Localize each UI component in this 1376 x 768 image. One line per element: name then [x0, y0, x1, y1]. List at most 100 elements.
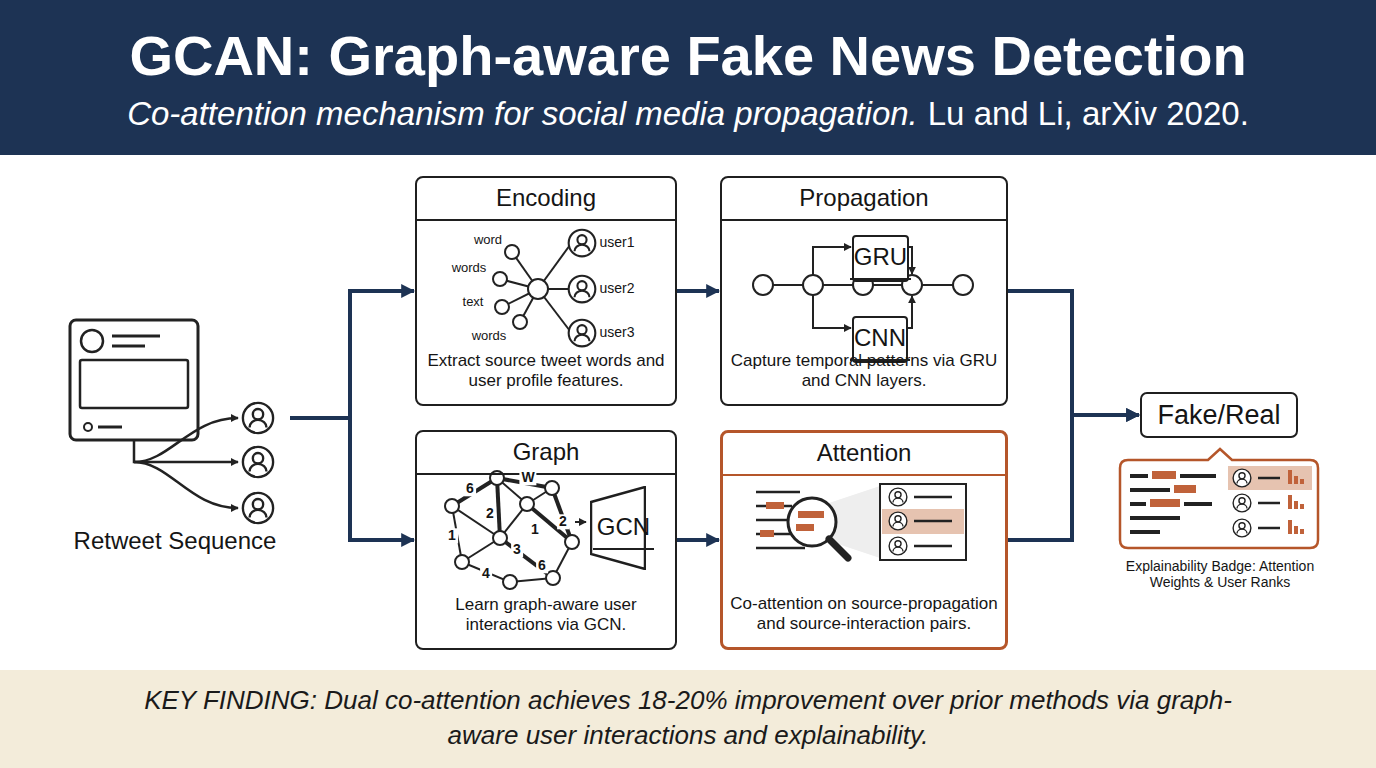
node-heading: Encoding	[417, 178, 675, 221]
explainability-card	[1300, 529, 1304, 534]
trapezoid-outline	[591, 487, 645, 569]
explainability-badge: Explainability Badge: Attention Weights …	[1105, 455, 1335, 600]
word-label: word	[474, 233, 502, 247]
explainability-card	[1288, 470, 1304, 534]
node-heading: Attention	[723, 433, 1005, 476]
node-heading: CNN	[850, 318, 910, 361]
explainability-card	[1130, 516, 1180, 520]
node-heading: GRU	[850, 237, 911, 280]
interaction-graph	[520, 497, 534, 511]
output-box: Fake/Real	[1140, 392, 1298, 438]
explainability-card	[1130, 488, 1170, 492]
attention-magnifier	[756, 491, 800, 494]
tweet-card	[112, 345, 145, 348]
edge-weight: 2	[484, 506, 496, 521]
node-heading: Retweet Sequence	[74, 527, 277, 555]
propagation-chain	[892, 247, 912, 274]
attention-magnifier	[756, 519, 788, 522]
interaction-graph	[493, 531, 507, 545]
explainability-card	[1180, 474, 1216, 478]
interaction-graph	[500, 538, 553, 578]
edge-weight: 1	[529, 522, 541, 537]
encoding-panel: EncodingExtract source tweet words and u…	[415, 176, 677, 406]
word-label: text	[463, 295, 484, 309]
explainability-card	[1288, 495, 1292, 509]
retweet-users	[243, 403, 273, 523]
gru-layer: GRU	[852, 235, 909, 282]
attention-magnifier	[914, 520, 952, 523]
attention-magnifier	[766, 502, 784, 509]
propagation-chain	[953, 275, 973, 295]
node-description: Extract source tweet words and user prof…	[417, 351, 675, 404]
explainability-card	[1233, 469, 1251, 487]
attention-magnifier	[914, 496, 952, 499]
explainability-card	[1152, 471, 1176, 479]
explainability-card	[1294, 476, 1298, 484]
tweet-card	[84, 423, 92, 431]
interaction-graph	[503, 575, 517, 589]
cnn-layer: CNN	[852, 316, 908, 363]
node-description: Capture temporal patterns via GRU and CN…	[722, 351, 1006, 404]
flow-arrow	[290, 418, 414, 540]
user-label: user3	[599, 325, 634, 340]
explainability-card	[1258, 527, 1280, 530]
explainability-card	[1184, 502, 1212, 506]
encoding-graph	[495, 300, 509, 314]
attention-magnifier	[914, 497, 952, 546]
interaction-graph	[497, 478, 552, 488]
interaction-graph	[452, 506, 462, 562]
explainability-card	[1300, 504, 1304, 509]
explainability-card	[1258, 478, 1280, 528]
node-heading: Explainability Badge: Attention Weights …	[1105, 558, 1335, 590]
word-label: words	[452, 261, 487, 275]
flow-arrow	[1008, 415, 1139, 540]
subtitle-text: Co-attention mechanism for social media …	[127, 92, 918, 136]
interaction-graph	[546, 571, 560, 585]
explainability-card	[1174, 485, 1196, 493]
explainability-card	[1228, 466, 1312, 490]
node-heading: Fake/Real	[1157, 400, 1280, 431]
node-heading: Propagation	[722, 178, 1006, 221]
explainability-card	[1130, 474, 1216, 534]
attention-magnifier	[756, 484, 966, 560]
flow-arrow	[290, 291, 414, 418]
word-label: words	[472, 329, 507, 343]
edge-weight: W	[519, 470, 536, 485]
input-sequence: Retweet Sequence	[60, 310, 290, 565]
interaction-graph	[455, 555, 469, 569]
interaction-graph	[527, 504, 572, 542]
explainability-card	[1258, 477, 1280, 480]
retweet-branches	[134, 418, 238, 508]
interaction-graph	[452, 478, 572, 582]
propagation-chain	[813, 247, 851, 275]
explainability-card	[1120, 449, 1318, 548]
retweet-branches	[134, 462, 238, 508]
node-description: Co-attention on source-propagation and s…	[723, 594, 1005, 647]
attention-magnifier	[796, 524, 814, 531]
propagation-chain	[922, 284, 953, 286]
flow-arrow	[1008, 291, 1139, 415]
attention-magnifier	[889, 537, 907, 555]
explainability-card	[1130, 530, 1160, 534]
explainability-card	[1300, 479, 1304, 484]
encoding-graph	[569, 320, 596, 347]
trapezoid-outline	[590, 486, 646, 570]
subtitle-row: Co-attention mechanism for social media …	[0, 92, 1376, 136]
attention-magnifier	[829, 539, 848, 558]
explainability-card	[1258, 502, 1280, 505]
tweet-card	[70, 320, 198, 440]
explainability-card	[1130, 474, 1148, 478]
propagation-chain	[773, 284, 803, 286]
attention-magnifier	[880, 484, 966, 560]
retweet-users	[243, 447, 273, 477]
interaction-graph	[445, 499, 459, 513]
explainability-card	[1294, 501, 1298, 509]
user-label: user1	[599, 235, 634, 250]
flow-arrow	[677, 538, 719, 542]
explainability-card	[1150, 471, 1196, 507]
interaction-graph	[445, 471, 579, 589]
edge-weight: 1	[446, 528, 458, 543]
edge-weight: 6	[536, 558, 548, 573]
node-description: Learn graph-aware user interactions via …	[417, 595, 675, 648]
explainability-card	[1294, 526, 1298, 534]
